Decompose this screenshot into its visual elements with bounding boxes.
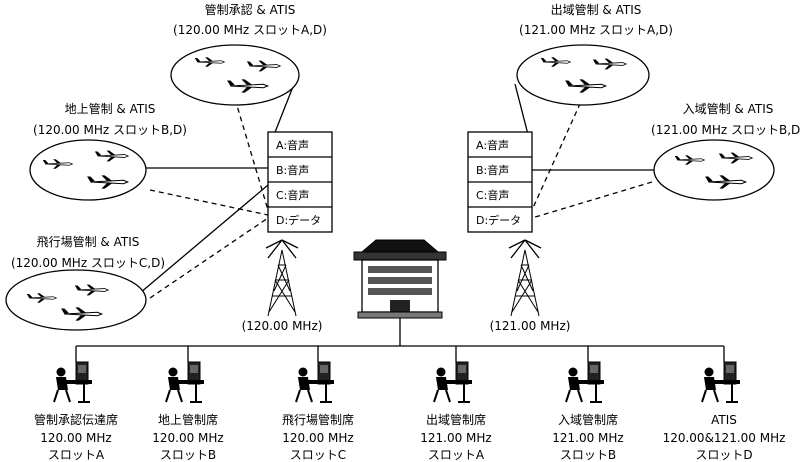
slot-frame-120: A:音声 B:音声 C:音声 D:データ (267, 131, 333, 233)
antenna-tower-120-icon (265, 239, 299, 317)
station-freq: 121.00 MHz (420, 431, 491, 445)
controller-station-icon (53, 361, 93, 403)
group-title-aerodrome: 飛行場管制 & ATIS (37, 234, 140, 249)
group-title-clearance: 管制承認 & ATIS (205, 2, 296, 17)
station-labels: 管制承認伝達席 120.00 MHz スロットA 地上管制席 120.00 MH… (34, 412, 785, 462)
station-freq: 120.00&121.00 MHz (663, 431, 786, 445)
group-freq-clearance: (120.00 MHz スロットA,D) (173, 23, 327, 37)
station-name: 出域管制席 (426, 412, 486, 427)
controller-station-icon (701, 361, 741, 403)
tower-label-121: (121.00 MHz) (490, 319, 571, 333)
station-slot: スロットB (560, 448, 616, 462)
station-slot: スロットC (290, 448, 346, 462)
station-name: 地上管制席 (158, 412, 218, 427)
aircraft-group-aerodrome (5, 269, 147, 331)
aircraft-group-departure (516, 44, 650, 106)
station-freq: 120.00 MHz (282, 431, 353, 445)
station-freq: 120.00 MHz (152, 431, 223, 445)
controller-station-icon (295, 361, 335, 403)
station-freq: 121.00 MHz (552, 431, 623, 445)
tower-label-120: (120.00 MHz) (242, 319, 323, 333)
antenna-tower-121-icon (508, 239, 542, 317)
aircraft-group-ground (29, 139, 147, 201)
slot-a-121: A:音声 (476, 138, 509, 152)
slot-a-120: A:音声 (276, 138, 309, 152)
aircraft-group-arrival (653, 139, 775, 201)
links (75, 73, 725, 362)
slot-b-121: B:音声 (476, 163, 509, 177)
group-freq-ground: (120.00 MHz スロットB,D) (33, 123, 187, 137)
station-name: 管制承認伝達席 (34, 412, 118, 427)
controller-station-icon (565, 361, 605, 403)
group-title-departure: 出域管制 & ATIS (551, 2, 642, 17)
group-freq-departure: (121.00 MHz スロットA,D) (519, 23, 673, 37)
group-title-arrival: 入域管制 & ATIS (683, 101, 774, 116)
slot-c-120: C:音声 (276, 188, 309, 202)
slot-d-121: D:データ (476, 213, 521, 227)
station-name: ATIS (711, 413, 737, 427)
slot-c-121: C:音声 (476, 188, 509, 202)
station-freq: 120.00 MHz (40, 431, 111, 445)
station-name: 入域管制席 (558, 412, 618, 427)
group-title-ground: 地上管制 & ATIS (65, 101, 156, 116)
station-slot: スロットA (48, 448, 105, 462)
station-slot: スロットB (160, 448, 216, 462)
group-freq-arrival: (121.00 MHz スロットB,D) (651, 123, 800, 137)
station-name: 飛行場管制席 (282, 412, 354, 427)
controller-station-icon (165, 361, 205, 403)
slot-frame-121: A:音声 B:音声 C:音声 D:データ (467, 131, 533, 233)
slot-b-120: B:音声 (276, 163, 309, 177)
controller-station-icon (433, 361, 473, 403)
slot-d-120: D:データ (276, 213, 321, 227)
station-slot: スロットD (695, 448, 752, 462)
station-slot: スロットA (428, 448, 485, 462)
aircraft-group-clearance (170, 44, 300, 106)
group-freq-aerodrome: (120.00 MHz スロットC,D) (11, 256, 165, 270)
control-building-icon (353, 239, 447, 319)
